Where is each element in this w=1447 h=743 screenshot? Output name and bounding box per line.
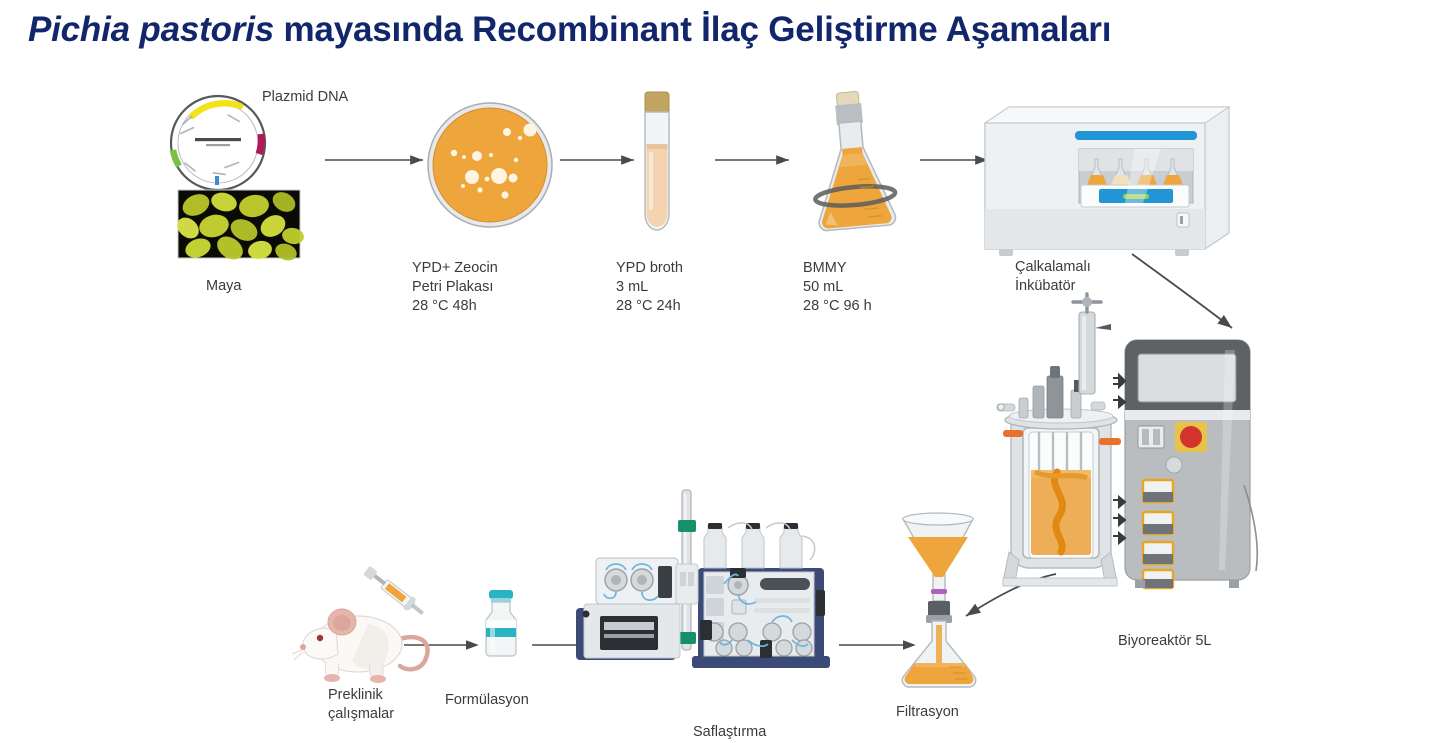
bioreactor-side-curve <box>1243 484 1259 572</box>
shaking-incubator-icon <box>983 106 1231 256</box>
arrow-flask-to-incubator <box>920 155 988 165</box>
title-rest: mayasında Recombinant İlaç Geliştirme Aş… <box>273 10 1112 49</box>
purification-label: Saflaştırma <box>693 724 767 740</box>
culture-tube-icon <box>644 91 670 231</box>
culture-tube-label: YPD broth 3 mL 28 °C 24h <box>616 260 683 314</box>
erlenmeyer-flask-icon <box>813 91 898 232</box>
yeast-label: Maya <box>206 278 242 294</box>
arrow-petri-to-tube <box>560 155 634 165</box>
filtration-setup-icon <box>901 512 977 688</box>
chromatography-fplc-icon <box>576 489 830 668</box>
petri-dish-icon <box>427 102 553 228</box>
preclinical-label: Preklinik çalışmalar <box>328 687 395 722</box>
plasmid-dna-icon <box>169 94 267 201</box>
page-title: Pichia pastoris mayasında Recombinant İl… <box>28 10 1428 50</box>
bioreactor-icon <box>996 292 1251 590</box>
petri-dish-label: YPD+ Zeocin Petri Plakası 28 °C 48h <box>412 260 498 314</box>
title-species: Pichia pastoris <box>28 10 274 49</box>
arrow-bioreactor-to-filtration <box>965 573 1057 617</box>
erlenmeyer-flask-label: BMMY 50 mL 28 °C 96 h <box>803 260 872 314</box>
bioreactor-label: Biyoreaktör 5L <box>1118 633 1212 649</box>
formulation-label: Formülasyon <box>445 692 529 708</box>
arrow-yeast-to-petri <box>325 155 423 165</box>
filtration-label: Filtrasyon <box>896 704 959 720</box>
arrow-filtration-to-purification <box>839 640 916 650</box>
arrow-tube-to-flask <box>715 155 789 165</box>
preclinical-mouse-icon <box>291 566 430 683</box>
shaking-incubator-label: Çalkalamalı İnkübatör <box>1015 259 1091 294</box>
arrow-formulation-to-preclinical <box>404 640 479 650</box>
arrow-incubator-to-bioreactor <box>1131 253 1233 329</box>
formulation-vial-icon <box>485 590 517 657</box>
plasmid-dna-label: Plazmid DNA <box>262 89 349 105</box>
yeast-micrograph-icon <box>177 189 304 261</box>
